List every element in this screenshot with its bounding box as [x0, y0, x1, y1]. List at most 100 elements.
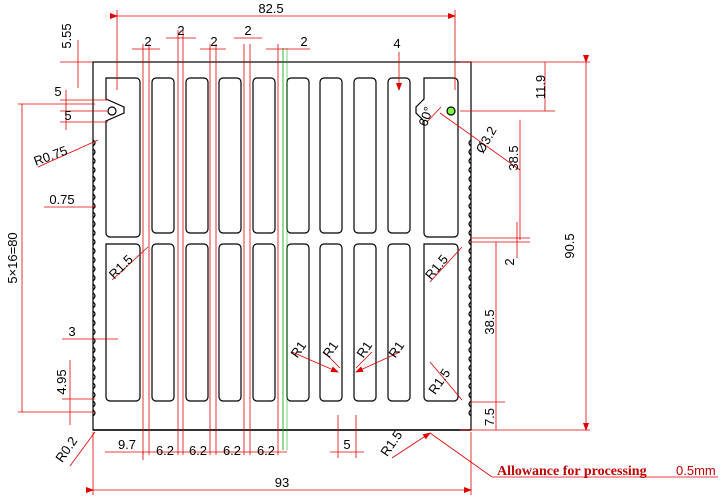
- rib-notch: [92, 220, 96, 228]
- rib-notch: [468, 193, 472, 201]
- rib-notch: [92, 148, 96, 156]
- rib-notch: [92, 256, 96, 264]
- dim-r1-b: R1: [319, 338, 341, 360]
- rib-notch: [468, 355, 472, 363]
- dim-fin-b: 2: [177, 23, 184, 38]
- dim-hole-offset: 11.9: [533, 75, 548, 99]
- dim-hole-b: 5: [64, 108, 71, 123]
- outer-frame: [92, 61, 472, 431]
- rib-notch: [92, 301, 96, 309]
- dim-overall-height: 90.5: [562, 233, 577, 258]
- rib-notch: [92, 400, 96, 408]
- dim-pitch: 5×16=80: [5, 232, 20, 283]
- rib-notch: [92, 391, 96, 399]
- upper-slot: [353, 77, 377, 234]
- rib-notch: [468, 292, 472, 300]
- rib-notch: [92, 319, 96, 327]
- rib-notch: [92, 238, 96, 246]
- lower-slot: [252, 243, 276, 402]
- right-mount-hole: [446, 106, 456, 116]
- dim-upper-len: 38.5: [506, 145, 521, 170]
- upper-slot: [387, 77, 411, 234]
- dim-r15-bottom-right: R1.5: [425, 366, 453, 397]
- rib-notch: [468, 283, 472, 291]
- rib-notch: [92, 310, 96, 318]
- rib-notch: [468, 373, 472, 381]
- rib-notch: [468, 391, 472, 399]
- rib-notch: [468, 184, 472, 192]
- dim-fin-edge: 0.75: [49, 192, 74, 207]
- left-mount-hole: [107, 106, 117, 116]
- rib-notch: [468, 148, 472, 156]
- rib-notch: [92, 247, 96, 255]
- upper-slot: [218, 77, 242, 234]
- upper-slot: [185, 77, 209, 234]
- profile-outline: [92, 61, 472, 431]
- dim-r02: R0.2: [52, 434, 80, 465]
- rib-notch: [92, 184, 96, 192]
- rib-notch: [92, 382, 96, 390]
- rib-notch: [92, 211, 96, 219]
- rib-notch: [468, 265, 472, 273]
- rib-notch: [92, 346, 96, 354]
- dim-base-thk: 7.5: [482, 408, 497, 426]
- rib-notch: [92, 229, 96, 237]
- dim-p4: 6.2: [257, 443, 275, 458]
- dim-fin-a: 2: [144, 34, 151, 49]
- processing-allowance-label: Allowance for processing: [497, 464, 647, 479]
- dim-r15-base: R1.5: [377, 428, 405, 459]
- rib-notch: [468, 400, 472, 408]
- lower-slot: [218, 243, 242, 402]
- dim-fin-e: 2: [300, 34, 307, 49]
- rib-notch: [92, 337, 96, 345]
- rib-notch: [92, 409, 96, 417]
- rib-notch: [468, 409, 472, 417]
- dim-r15-right: R1.5: [422, 252, 451, 283]
- rib-notch: [468, 238, 472, 246]
- dimension-labels: 82.5 5.55 2 2 2 2 2 4 5 5 11.9 Ø3.2 60° …: [5, 1, 577, 490]
- upper-slot: [286, 77, 310, 234]
- dim-top-width: 82.5: [258, 1, 283, 16]
- lower-slot: [387, 243, 411, 402]
- dim-mid-gap: 2: [502, 258, 517, 265]
- rib-notch: [92, 274, 96, 282]
- left-outer-slot: [105, 77, 141, 238]
- dim-angle: 60°: [415, 105, 436, 129]
- lower-slot: [185, 243, 209, 402]
- rib-notch: [468, 211, 472, 219]
- rib-notch: [92, 283, 96, 291]
- dim-gap-top: 5.55: [59, 23, 74, 48]
- rib-notch: [468, 247, 472, 255]
- rib-notch: [92, 265, 96, 273]
- rib-notch: [468, 256, 472, 264]
- rib-notch: [468, 319, 472, 327]
- dim-r15-left: R1.5: [106, 252, 136, 282]
- processing-allowance-value: 0.5mm: [676, 463, 716, 478]
- dimension-lines: [18, 10, 718, 495]
- right-serration: [468, 139, 472, 417]
- rib-notch: [92, 157, 96, 165]
- rib-notch: [468, 157, 472, 165]
- fin-slots: [105, 77, 459, 402]
- dim-p1: 6.2: [156, 443, 174, 458]
- right-lower-outer-slot: [423, 243, 459, 402]
- rib-notch: [468, 337, 472, 345]
- rib-notch: [92, 355, 96, 363]
- rib-notch: [468, 346, 472, 354]
- lower-slot: [151, 243, 175, 402]
- dim-hole-dia: Ø3.2: [473, 124, 500, 156]
- left-serration: [92, 139, 96, 417]
- dim-r-corner-top: R0.75: [32, 143, 70, 169]
- dim-left-pitch: 9.7: [118, 437, 136, 452]
- dim-lower-len: 38.5: [482, 309, 497, 334]
- rib-notch: [92, 175, 96, 183]
- rib-notch: [468, 139, 472, 147]
- rib-notch: [92, 292, 96, 300]
- rib-notch: [92, 193, 96, 201]
- rib-notch: [92, 328, 96, 336]
- left-lower-outer-slot: [105, 243, 141, 402]
- lower-slot: [353, 243, 377, 402]
- dim-slot-width: 4: [393, 36, 400, 51]
- rib-notch: [92, 139, 96, 147]
